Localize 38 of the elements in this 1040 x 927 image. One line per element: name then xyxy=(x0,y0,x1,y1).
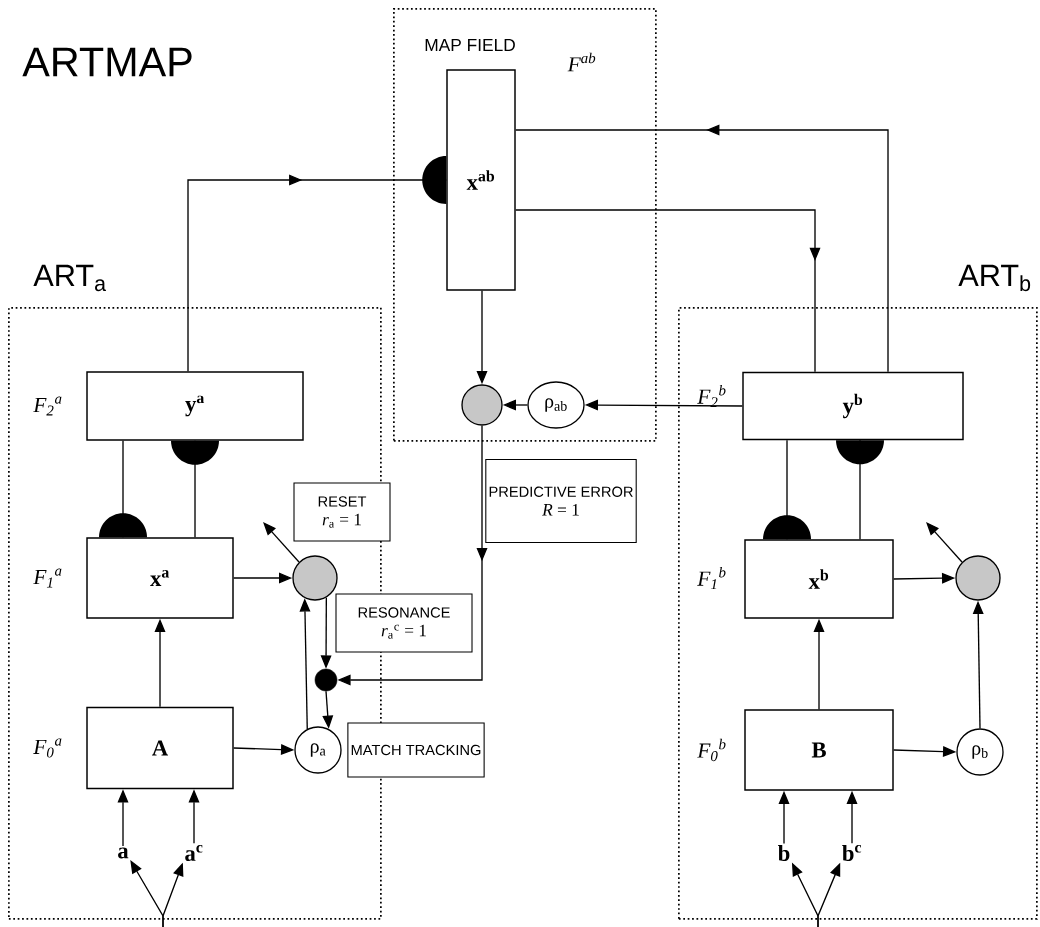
layer-label: F$_{1}$b xyxy=(697,566,726,590)
module-title: MAP FIELD xyxy=(425,39,515,51)
note-box: RESONANCE r$_{a}$$^{c}$ = 1 xyxy=(335,593,473,653)
shaded-circle xyxy=(955,555,1001,601)
connector-line xyxy=(836,439,884,540)
module-title: ART$_{a}$ xyxy=(33,264,107,292)
layer-box: A xyxy=(86,706,234,790)
shaded-circle xyxy=(461,384,503,426)
note-box: PREDICTIVE ERROR R = 1 xyxy=(485,459,637,543)
layer-box: y$^{b}$ xyxy=(742,371,964,441)
diagram-title: ARTMAP xyxy=(22,47,192,77)
layer-box: B xyxy=(744,709,894,791)
layer-label: F$_{2}$b xyxy=(697,384,726,408)
connector-line xyxy=(171,440,219,538)
note-box: MATCH TRACKING xyxy=(347,722,485,778)
connector-line xyxy=(99,440,147,538)
arrow xyxy=(263,522,300,563)
note-box: RESET r$_{a}$ = 1 xyxy=(293,482,391,542)
layer-box: x$^{ab}$ xyxy=(446,69,516,291)
arrow xyxy=(515,209,821,373)
layer-label: F$_{0}$a xyxy=(33,738,62,758)
arrow xyxy=(515,124,889,373)
layer-box: x$^{b}$ xyxy=(744,539,894,619)
layer-box: x$^{a}$ xyxy=(86,537,234,619)
layer-label: F$^{ab}$ xyxy=(567,52,596,72)
layer-box: y$^{a}$ xyxy=(86,371,304,441)
input-label: a$^{c}$ xyxy=(185,844,203,862)
layer-label: F$_{2}$a xyxy=(33,396,62,416)
layer-label: F$_{0}$b xyxy=(697,738,726,762)
connector-line xyxy=(763,439,811,540)
arrow xyxy=(926,522,963,563)
arrow xyxy=(187,156,447,372)
layer-label: F$_{1}$a xyxy=(33,568,62,588)
input-label: b$^{c}$ xyxy=(842,844,862,862)
input-label: a xyxy=(118,847,129,859)
input-label: b xyxy=(778,845,790,861)
module-title: ART$_{b}$ xyxy=(958,264,1031,292)
shaded-circle xyxy=(292,555,338,601)
